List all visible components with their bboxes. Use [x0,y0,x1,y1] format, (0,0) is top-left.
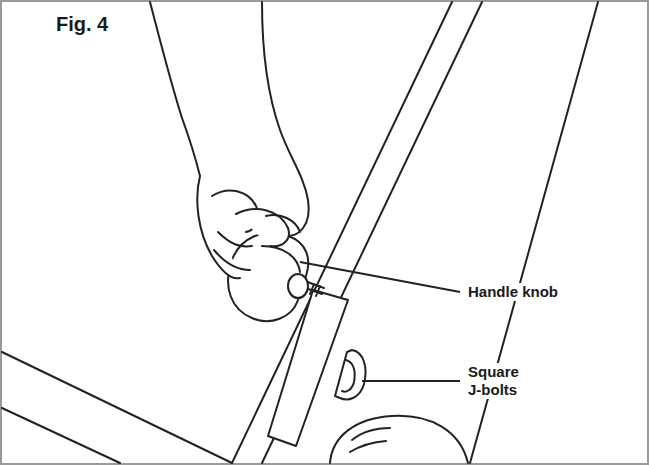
thumb [236,209,289,246]
leader-line [300,262,460,292]
wheel-tread [352,428,390,440]
handle-tube [262,2,482,463]
knob-edge [262,246,300,272]
arm [262,2,309,236]
j-bolt [335,350,366,399]
wheel [330,416,468,463]
handle-tube [232,2,452,463]
j-bolt [342,360,355,392]
frame-rail [2,408,120,463]
arm [150,2,200,176]
leader-line [362,380,460,382]
knob-washer [288,274,308,298]
part-label: Square J-bolts [466,363,521,399]
frame-rail [2,352,232,463]
part-label: Handle knob [466,283,560,301]
thumbnail [266,215,300,232]
wheel-tread [350,441,386,452]
figure-title: Fig. 4 [56,12,108,36]
finger [218,232,252,246]
finger [214,250,250,270]
